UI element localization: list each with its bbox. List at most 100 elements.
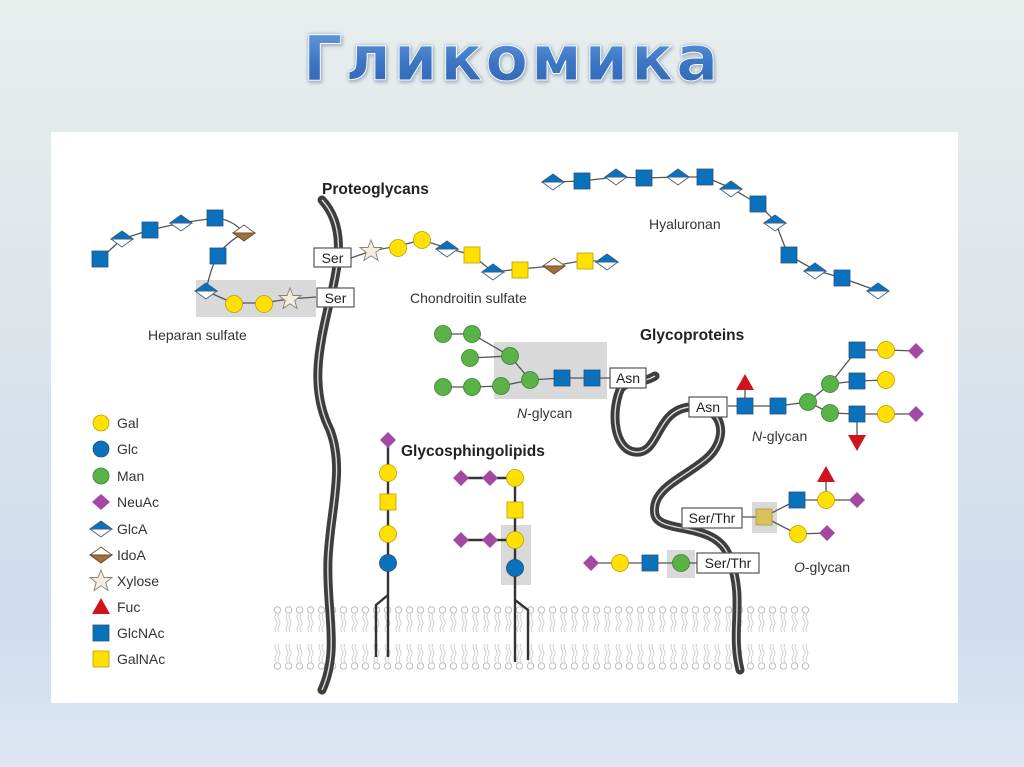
glycosphingolipids-heading: Glycosphingolipids — [401, 443, 545, 460]
glcnac-residue — [573, 172, 591, 190]
glcnac-residue — [769, 397, 787, 415]
neuac-residue — [908, 406, 924, 422]
neuac-residue — [482, 470, 498, 486]
glcnac-residue — [583, 369, 601, 387]
galnac-residue — [511, 261, 529, 279]
legend-item-gal: Gal — [92, 414, 139, 432]
gal-residue — [379, 464, 397, 482]
galnac-icon — [92, 650, 110, 668]
man-residue — [821, 375, 839, 393]
gal-residue — [506, 469, 524, 487]
neuac-residue — [819, 525, 835, 541]
glcnac-residue — [848, 341, 866, 359]
glca-icon — [89, 520, 113, 538]
fuc-residue — [817, 466, 835, 482]
glca-residue — [435, 240, 459, 258]
neuac-residue — [380, 432, 396, 448]
gal-residue — [877, 341, 895, 359]
legend-item-glca: GlcA — [89, 520, 148, 538]
gal-residue — [817, 491, 835, 509]
glc-residue — [379, 554, 397, 572]
svg-text:Xylose: Xylose — [117, 573, 159, 589]
glycoprotein: Asn N-glycan Asn N-glycan Ser/Thr — [434, 325, 924, 675]
svg-text:GalNAc: GalNAc — [117, 651, 165, 667]
glcnac-residue — [209, 247, 227, 265]
glcnac-residue — [641, 554, 659, 572]
glc-residue — [506, 559, 524, 577]
ser-label: Ser — [322, 250, 344, 266]
neuac-residue — [849, 492, 865, 508]
legend-item-fuc: Fuc — [92, 598, 140, 615]
xylose-residue — [359, 239, 383, 261]
galnac-residue — [755, 508, 773, 526]
glcnac-residue — [91, 250, 109, 268]
ser-thr-box — [681, 507, 743, 529]
glca-residue — [666, 168, 690, 186]
glcnac-residue — [848, 405, 866, 423]
svg-text:NeuAc: NeuAc — [117, 494, 159, 510]
svg-text:IdoA: IdoA — [117, 547, 146, 563]
heparan-sulfate-label: Heparan sulfate — [148, 327, 247, 343]
fuc-residue — [736, 374, 754, 390]
man-residue — [501, 347, 519, 365]
idoa-residue — [232, 224, 256, 242]
asn-box — [688, 396, 728, 418]
glcnac-residue — [848, 372, 866, 390]
neuac-icon — [92, 494, 110, 510]
neuac-residue — [583, 555, 599, 571]
glycosphingolipids: Glycosphingolipids — [374, 432, 545, 662]
man-residue — [821, 404, 839, 422]
asn-label: Asn — [696, 399, 720, 415]
legend-item-glcnac: GlcNAc — [92, 624, 164, 642]
ser-box — [316, 287, 355, 308]
man-residue — [463, 378, 481, 396]
svg-text:Fuc: Fuc — [117, 599, 140, 615]
glcnac-residue — [635, 169, 653, 187]
man-residue — [672, 554, 690, 572]
ser-thr-label: Ser/Thr — [689, 510, 736, 526]
glca-residue — [595, 253, 619, 271]
glcnac-icon — [92, 624, 110, 642]
hyaluronan-label: Hyaluronan — [649, 216, 721, 232]
galnac-residue — [379, 493, 397, 511]
legend-item-neuac: NeuAc — [92, 494, 159, 510]
glca-residue — [866, 282, 890, 300]
man-residue — [799, 393, 817, 411]
lipid-bilayer — [272, 606, 813, 670]
gal-residue — [389, 239, 407, 257]
glcnac-residue — [749, 195, 767, 213]
man-residue — [521, 371, 539, 389]
o-glycan-label: O-glycan — [794, 559, 850, 575]
glcnac-residue — [696, 168, 714, 186]
galnac-residue — [506, 501, 524, 519]
hyaluronan: Hyaluronan — [541, 168, 890, 300]
glca-residue — [719, 180, 743, 198]
glycoproteins-heading: Glycoproteins — [640, 327, 744, 344]
glcnac-residue — [141, 221, 159, 239]
slide-title: Гликомика — [0, 22, 1024, 96]
svg-text:GlcA: GlcA — [117, 521, 148, 537]
svg-text:Glc: Glc — [117, 441, 138, 457]
neuac-residue — [453, 470, 469, 486]
gal-residue — [379, 525, 397, 543]
glcnac-residue — [780, 246, 798, 264]
glc-icon — [92, 440, 110, 458]
man-residue — [434, 325, 452, 343]
ser-thr-label: Ser/Thr — [705, 555, 752, 571]
neuac-residue — [482, 532, 498, 548]
glcnac-residue — [788, 491, 806, 509]
gal-residue — [506, 531, 524, 549]
glcnac-residue — [833, 269, 851, 287]
gal-residue — [413, 231, 431, 249]
man-residue — [463, 325, 481, 343]
galnac-residue — [576, 252, 594, 270]
xylose-icon — [89, 569, 113, 591]
fuc-icon — [92, 598, 110, 614]
galnac-residue — [463, 246, 481, 264]
glca-residue — [169, 214, 193, 232]
glcnac-residue — [206, 209, 224, 227]
glca-residue — [604, 168, 628, 186]
neuac-residue — [908, 343, 924, 359]
proteoglycans-heading: Proteoglycans — [322, 181, 429, 198]
